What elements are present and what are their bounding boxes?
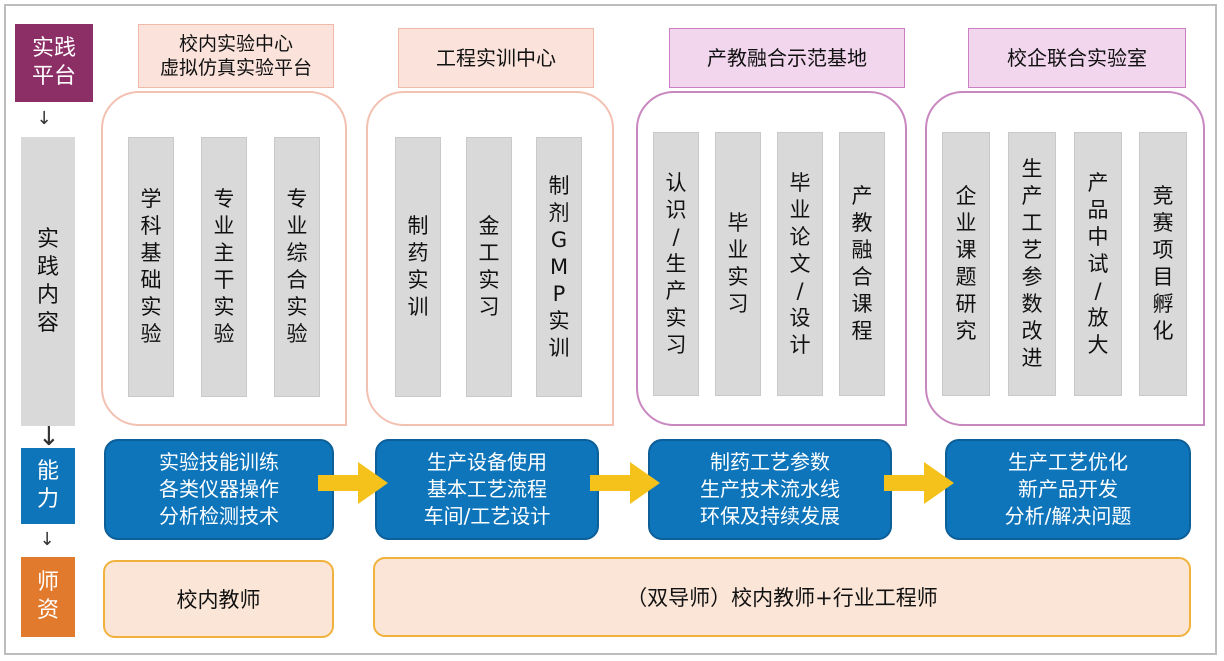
content-label-text: 实践内容: [36, 226, 59, 336]
right-arrow-icon: [590, 462, 660, 504]
content-item: 专业综合实验: [274, 137, 320, 397]
ability-box: 生产设备使用基本工艺流程车间/工艺设计: [375, 439, 599, 540]
content-item: 毕业论文/设计: [777, 132, 823, 396]
faculty-label-text: 师资: [36, 570, 59, 623]
ability-label-text: 能力: [36, 459, 59, 512]
platform-title: 产教融合示范基地: [669, 28, 905, 88]
platform-title: 校企联合实验室: [968, 28, 1186, 88]
content-item: 认识/生产实习: [653, 132, 699, 396]
ability-box: 制药工艺参数生产技术流水线环保及持续发展: [648, 439, 892, 540]
ability-box: 实验技能训练各类仪器操作分析检测技术: [104, 439, 334, 540]
platform-title: 工程实训中心: [398, 28, 594, 88]
ability-label: 能力: [21, 448, 75, 524]
diagram-frame: [4, 4, 1217, 655]
down-arrow-icon: ↓: [39, 529, 55, 550]
content-item: 制药实训: [395, 137, 441, 397]
content-item: 学科基础实验: [128, 137, 174, 397]
content-item: 金工实习: [466, 137, 512, 397]
platform-label: 实践平台: [15, 24, 93, 102]
down-arrow-icon: ↓: [38, 422, 60, 452]
content-item: 产教融合课程: [839, 132, 885, 396]
faculty-label: 师资: [21, 557, 75, 637]
content-item: 企业课题研究: [942, 132, 990, 396]
content-item: 产品中试/放大: [1074, 132, 1122, 396]
content-item: 专业主干实验: [201, 137, 247, 397]
content-item: 生产工艺参数改进: [1008, 132, 1056, 396]
right-arrow-icon: [318, 462, 388, 504]
content-item: 竞赛项目孵化: [1139, 132, 1187, 396]
right-arrow-icon: [884, 462, 954, 504]
content-item: 毕业实习: [715, 132, 761, 396]
content-label: 实践内容: [21, 137, 75, 426]
down-arrow-icon: ↓: [36, 108, 52, 129]
faculty-box: 校内教师: [103, 560, 334, 638]
faculty-box: （双导师）校内教师+行业工程师: [373, 557, 1191, 637]
ability-box: 生产工艺优化新产品开发分析/解决问题: [945, 439, 1191, 540]
platform-title: 校内实验中心 虚拟仿真实验平台: [138, 24, 334, 88]
platform-label-text: 实践平台: [31, 36, 76, 89]
